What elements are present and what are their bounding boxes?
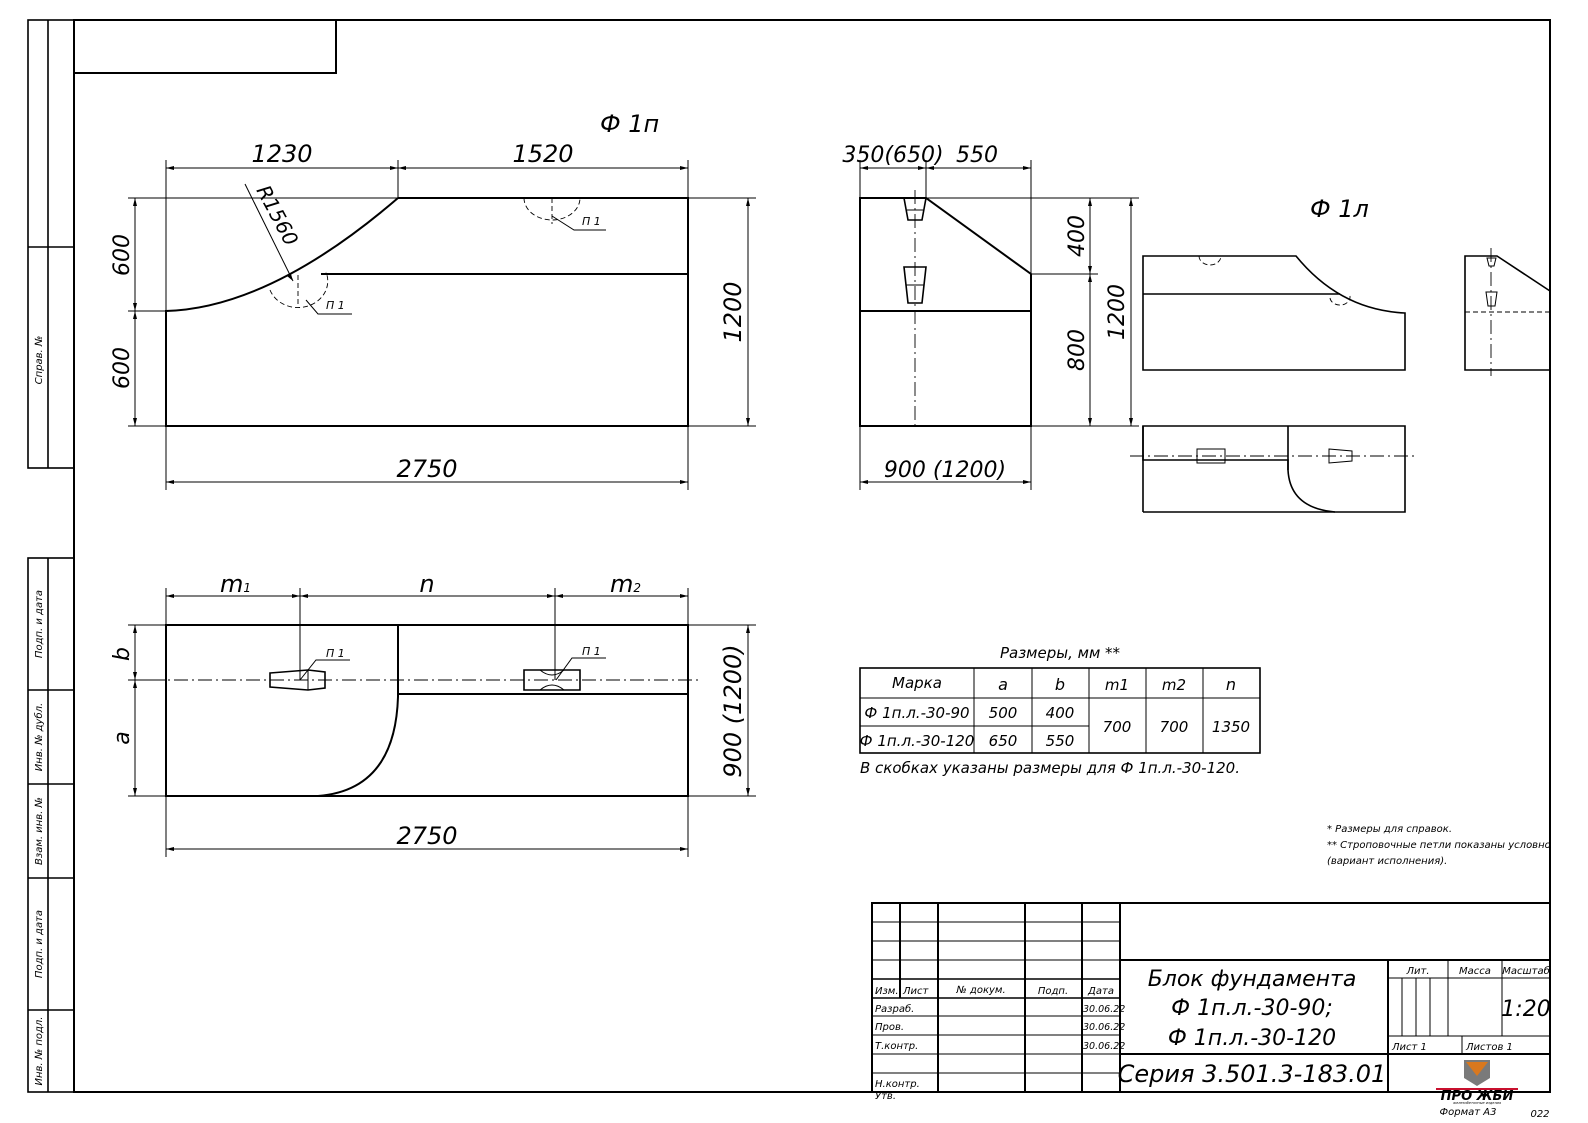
td-b-1: 400 <box>1046 704 1075 722</box>
footnotes: * Размеры для справок. ** Строповочные п… <box>1327 824 1551 867</box>
dim-side-bottom: 900 (1200) <box>884 458 1006 483</box>
tb-scale-label: Масштаб <box>1502 965 1550 977</box>
dim-plan-m2-letter: m <box>610 570 633 598</box>
plan-view: m1 n m2 b a 900 (1200) 2750 П 1 П 1 <box>110 570 756 857</box>
footnote-3: (вариант исполнения). <box>1327 856 1447 867</box>
size-table-note: В скобках указаны размеры для Ф 1п.л.-30… <box>860 759 1240 777</box>
size-table-title: Размеры, мм ** <box>1000 644 1121 662</box>
dim-plan-m1-letter: m <box>220 570 243 598</box>
tb-series: Серия 3.501.3-183.01 <box>1118 1060 1387 1088</box>
td-mark-2: Ф 1п.л.-30-120 <box>860 732 975 750</box>
dim-side-right-lower: 800 <box>1065 329 1090 371</box>
th-b: b <box>1055 675 1065 694</box>
dim-side-top-left: 350(650) <box>842 143 943 168</box>
sheet-frame <box>27 19 1551 1093</box>
tb-scale-value: 1:20 <box>1501 997 1550 1022</box>
margin-label-sign1: Подп. и дата <box>34 590 45 658</box>
dim-front-left-lower: 600 <box>110 347 135 389</box>
loop-label-front-2: П 1 <box>326 299 345 312</box>
th-mark: Марка <box>892 674 942 692</box>
tb-role-ncontrol: Н.контр. <box>875 1079 920 1090</box>
sheet-format: Формат А3 <box>1440 1107 1497 1118</box>
margin-labels: Справ. № Подп. и дата Инв. № дубл. Взам.… <box>33 336 45 1086</box>
page-code: 022 <box>1530 1109 1549 1120</box>
dim-plan-m1: m1 <box>220 570 251 598</box>
tb-col-sheet: Лист <box>902 986 930 997</box>
tb-mass-label: Масса <box>1459 966 1491 977</box>
tb-name-line-2: Ф 1п.л.-30-90; <box>1171 996 1333 1021</box>
margin-label-orig: Инв. № подл. <box>34 1017 45 1086</box>
loop-label-plan-2: П 1 <box>582 645 601 658</box>
tb-date-tcontrol: 30.06.22 <box>1083 1041 1125 1052</box>
front-view: 1230 1520 R1560 600 600 1200 2750 П 1 П … <box>110 140 756 490</box>
dim-front-right: 1200 <box>719 281 747 342</box>
margin-label-repl: Взам. инв. № <box>34 797 45 865</box>
td-m1: 700 <box>1103 718 1132 736</box>
tb-sheets: Листов 1 <box>1465 1042 1513 1053</box>
dim-plan-right: 900 (1200) <box>719 644 747 777</box>
tb-sheet: Лист 1 <box>1391 1042 1427 1053</box>
th-m1: m1 <box>1105 676 1129 694</box>
tb-date-checked: 30.06.22 <box>1083 1022 1125 1033</box>
margin-label-ref: Справ. № <box>34 336 45 385</box>
footnote-1: * Размеры для справок. <box>1327 824 1452 835</box>
tb-col-date: Дата <box>1087 986 1114 997</box>
tb-lit-label: Лит. <box>1405 966 1429 977</box>
tb-name-line-1: Блок фундамента <box>1148 967 1357 992</box>
td-b-2: 550 <box>1046 732 1075 750</box>
dim-plan-m1-sub: 1 <box>243 581 251 595</box>
dim-plan-m2-sub: 2 <box>633 581 641 595</box>
dim-side-right-upper: 400 <box>1065 215 1090 257</box>
dim-plan-a: a <box>110 731 135 744</box>
dim-plan-m2: m2 <box>610 570 641 598</box>
th-m2: m2 <box>1162 676 1186 694</box>
td-m2: 700 <box>1160 718 1189 736</box>
dim-side-top-right: 550 <box>956 143 998 168</box>
dim-front-left-upper: 600 <box>110 234 135 276</box>
left-hand-views <box>1130 248 1551 513</box>
tb-role-tcontrol: Т.контр. <box>875 1041 918 1052</box>
dim-front-top-left: 1230 <box>251 140 312 168</box>
td-mark-1: Ф 1п.л.-30-90 <box>864 704 969 722</box>
dim-front-radius: R1560 <box>252 181 304 249</box>
td-a-1: 500 <box>989 704 1018 722</box>
th-a: a <box>998 675 1008 694</box>
view-title-right-hand: Ф 1п <box>600 110 659 138</box>
dim-plan-n: n <box>419 570 434 598</box>
td-a-2: 650 <box>989 732 1018 750</box>
tb-name-line-3: Ф 1п.л.-30-120 <box>1168 1026 1336 1051</box>
tb-role-checked: Пров. <box>875 1022 904 1033</box>
margin-label-dup: Инв. № дубл. <box>33 703 45 771</box>
td-n: 1350 <box>1212 718 1250 736</box>
tb-col-change: Изм. <box>875 986 899 997</box>
side-view: 350(650) 550 400 800 1200 900 (1200) <box>842 143 1139 490</box>
loop-label-plan-1: П 1 <box>326 647 345 660</box>
footnote-2: ** Строповочные петли показаны условно <box>1327 840 1551 851</box>
dim-front-bottom: 2750 <box>396 455 457 483</box>
tb-role-approved: Утв. <box>875 1091 896 1102</box>
size-table: Размеры, мм ** Марка a b m1 m2 n Ф 1п.л.… <box>859 644 1261 777</box>
logo-text: ПРО ЖБИ <box>1441 1089 1514 1104</box>
view-title-left-hand: Ф 1л <box>1310 195 1369 223</box>
company-logo <box>1436 1060 1518 1090</box>
loop-label-front-1: П 1 <box>582 215 601 228</box>
logo-subtext: железобетонные изделия <box>1452 1101 1501 1105</box>
margin-label-sign2: Подп. и дата <box>34 910 45 978</box>
th-n: n <box>1226 675 1236 694</box>
dim-side-right-total: 1200 <box>1105 284 1130 340</box>
dim-plan-b: b <box>110 647 135 661</box>
tb-col-sign: Подп. <box>1038 986 1068 997</box>
dim-plan-bottom: 2750 <box>396 822 457 850</box>
tb-col-doc: № докум. <box>955 985 1005 996</box>
title-block: Изм. Лист № докум. Подп. Дата Разраб. 30… <box>871 902 1551 1120</box>
dim-front-top-right: 1520 <box>512 140 573 168</box>
tb-role-developer: Разраб. <box>875 1003 914 1015</box>
tb-date-developer: 30.06.22 <box>1083 1004 1125 1015</box>
